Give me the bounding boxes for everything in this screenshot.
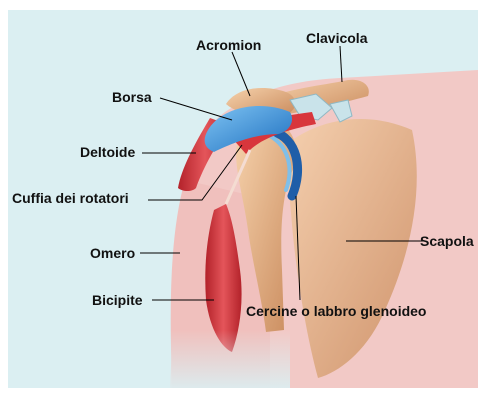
leader-clavicola <box>340 46 342 82</box>
label-cuffia-dei-rotatori: Cuffia dei rotatori <box>12 190 129 206</box>
label-deltoide: Deltoide <box>80 144 135 160</box>
label-omero: Omero <box>90 245 135 261</box>
leader-borsa <box>160 98 232 120</box>
label-borsa: Borsa <box>112 89 152 105</box>
label-cercine: Cercine o labbro glenoideo <box>246 303 426 319</box>
leader-acromion <box>232 52 250 96</box>
label-clavicola: Clavicola <box>306 30 367 46</box>
label-scapola: Scapola <box>420 233 474 249</box>
label-bicipite: Bicipite <box>92 292 143 308</box>
label-acromion: Acromion <box>196 37 261 53</box>
